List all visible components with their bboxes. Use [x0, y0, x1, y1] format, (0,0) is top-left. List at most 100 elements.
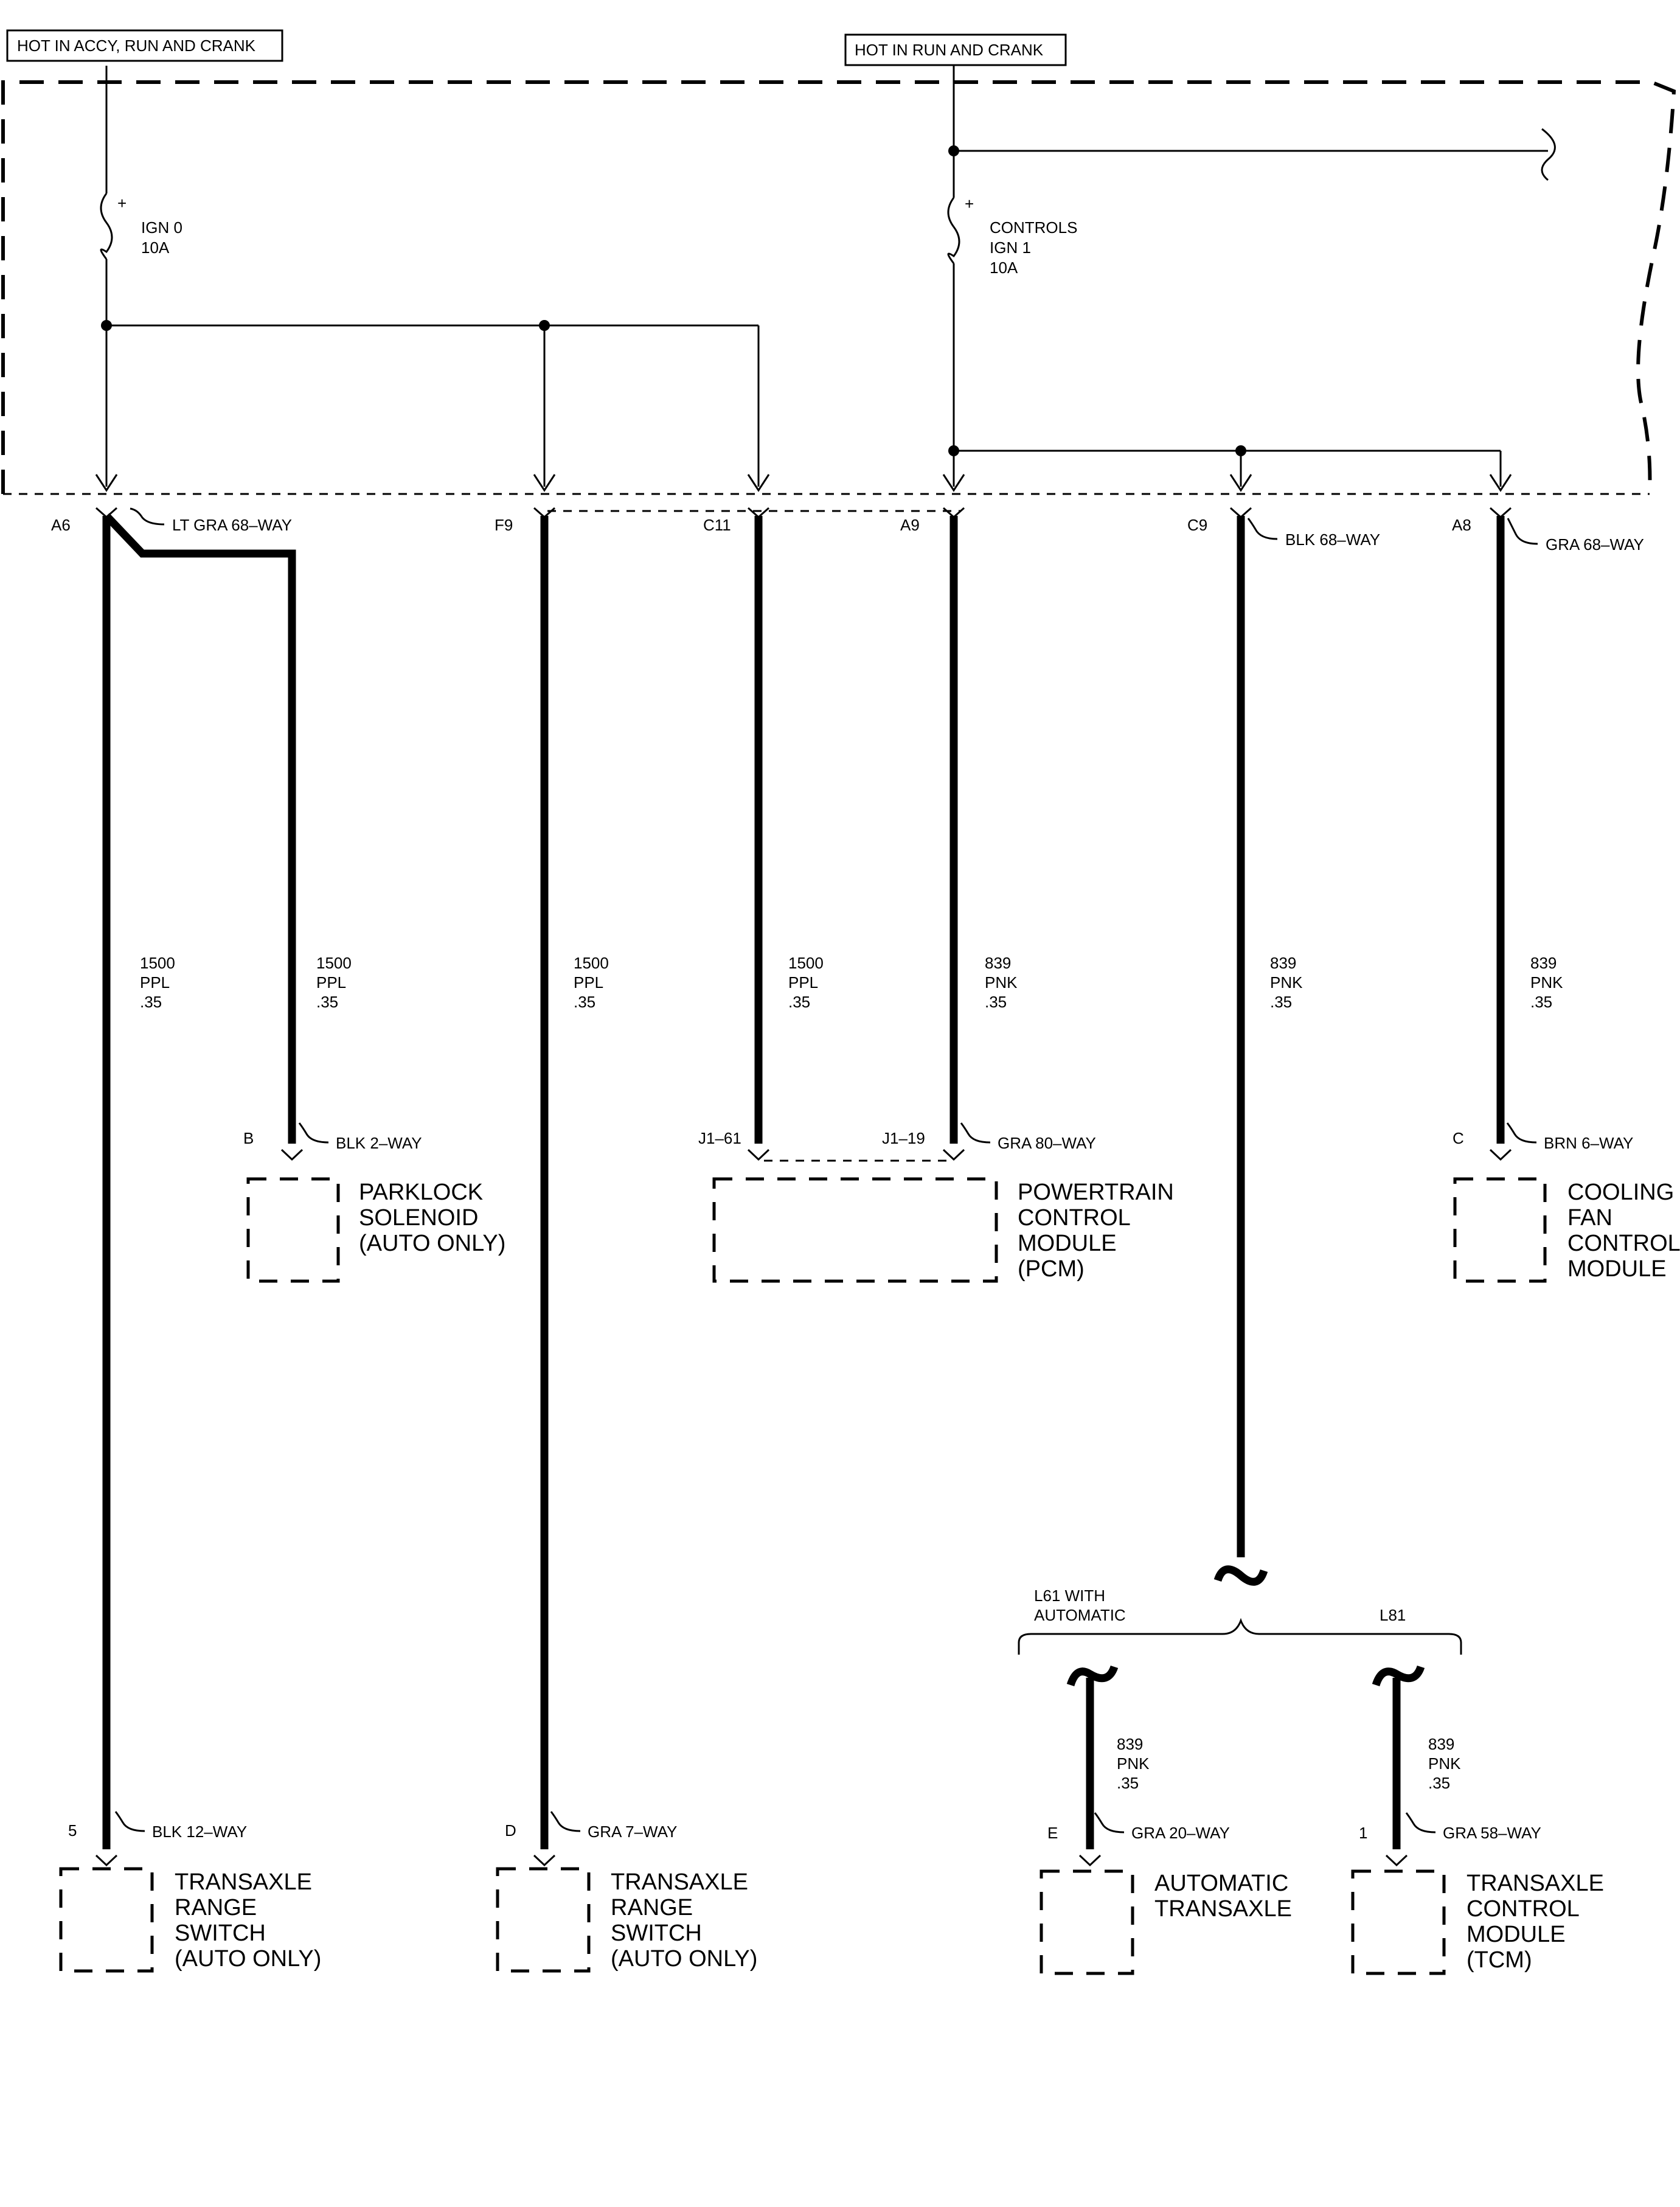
ign0-fuse-icon: [100, 193, 113, 260]
connector-pin-a6: A6: [51, 516, 71, 534]
trs1-label-3: SWITCH: [175, 1920, 266, 1946]
component-automatic-transaxle: E GRA 20–WAY AUTOMATIC TRANSAXLE: [1040, 1812, 1292, 1975]
connector-pin-trs1: 5: [68, 1821, 77, 1840]
wire-circuit: 839: [1530, 954, 1557, 972]
connector-leader: [114, 1811, 145, 1832]
connector-pin-a9: A9: [900, 516, 920, 534]
terminal-mark: [95, 1854, 118, 1867]
tcm-label-4: (TCM): [1467, 1947, 1532, 1973]
continuation-break-icon: [1541, 128, 1556, 181]
connector-leader: [130, 507, 165, 526]
terminal-mark: [1385, 1854, 1408, 1867]
component-tcm: 1 GRA 58–WAY TRANSAXLE CONTROL MODULE (T…: [1351, 1812, 1604, 1975]
connector-leader: [960, 1122, 991, 1144]
ign1-fuse-icon: [947, 197, 960, 264]
terminal-mark: [280, 1149, 304, 1161]
connector-pin-parklock: B: [243, 1129, 254, 1147]
connector-desc-tcm: GRA 58–WAY: [1443, 1824, 1541, 1842]
option-bracket: L61 WITH AUTOMATIC L81: [1018, 1587, 1462, 1655]
cooling-box: [1453, 1177, 1547, 1283]
connector-pin-cooling: C: [1453, 1129, 1464, 1147]
terminal-arrow-f9: [533, 474, 556, 492]
wire-color: PPL: [140, 973, 170, 992]
option-right: L81: [1380, 1606, 1406, 1624]
parklock-box: [246, 1177, 340, 1283]
connector-pin-at: E: [1047, 1824, 1058, 1842]
wire-gauge: .35: [316, 993, 338, 1011]
connector-leader: [550, 1811, 581, 1832]
pcm-label-3: MODULE: [1018, 1231, 1117, 1256]
connector-pin-f9: F9: [495, 516, 513, 534]
tcm-label-3: MODULE: [1467, 1922, 1566, 1947]
connector-desc-parklock: BLK 2–WAY: [336, 1134, 422, 1152]
connector-pin-j161: J1–61: [698, 1129, 741, 1147]
cooling-label-3: CONTROL: [1567, 1231, 1680, 1256]
wire-break-icon: [1372, 1665, 1425, 1687]
cooling-label-2: FAN: [1567, 1205, 1612, 1231]
at-label-1: AUTOMATIC: [1154, 1871, 1288, 1896]
trs2-label-2: RANGE: [611, 1895, 693, 1920]
connector-pin-j119: J1–19: [882, 1129, 925, 1147]
terminal-mark: [1078, 1854, 1102, 1867]
connector-desc-trs1: BLK 12–WAY: [152, 1823, 247, 1841]
connector-leader: [1094, 1812, 1125, 1833]
connector-leader: [1506, 1122, 1537, 1144]
wire-circuit: 1500: [316, 954, 352, 972]
connector-leader: [1247, 518, 1278, 540]
wire-circuit: 1500: [788, 954, 824, 972]
wire-color: PNK: [1530, 973, 1563, 992]
trs2-label-1: TRANSAXLE: [611, 1869, 748, 1895]
connector-desc-j119: GRA 80–WAY: [998, 1134, 1096, 1152]
terminal-arrow-c9: [1229, 474, 1252, 492]
wire-circuit: 839: [1270, 954, 1296, 972]
ign1-circuit: + CONTROLS IGN 1 10A: [942, 66, 1556, 492]
connector-desc-a8: GRA 68–WAY: [1546, 535, 1644, 554]
trs2-box: [496, 1867, 591, 1973]
wire-break-icon: [1213, 1565, 1268, 1586]
pcm-label-2: CONTROL: [1018, 1205, 1131, 1231]
connector-leader: [1405, 1812, 1436, 1833]
terminal-arrow-a9: [942, 474, 965, 492]
trs1-label-1: TRANSAXLE: [175, 1869, 312, 1895]
terminal-arrow-a6: [95, 474, 118, 492]
wire-labels: 1500 PPL .35 1500 PPL .35 1500 PPL .35 1…: [140, 954, 1563, 1792]
terminal-mark: [1489, 1149, 1512, 1161]
connector-pin-a8: A8: [1452, 516, 1471, 534]
ign0-polarity: +: [117, 194, 127, 212]
wire-color: PNK: [1270, 973, 1303, 992]
connector-desc-a6: LT GRA 68–WAY: [172, 516, 292, 534]
trs1-label-4: (AUTO ONLY): [175, 1946, 321, 1972]
wire-break-icon: [1066, 1665, 1119, 1687]
terminal-arrow-c11: [747, 474, 770, 492]
component-cooling-fan-module: C BRN 6–WAY COOLING FAN CONTROL MODULE: [1453, 1122, 1680, 1283]
wire-color: PNK: [1117, 1754, 1150, 1773]
power-source-right-label: HOT IN RUN AND CRANK: [855, 41, 1044, 59]
harness-wires: [102, 513, 1505, 1849]
pcm-box: [712, 1177, 998, 1283]
ign0-circuit: + IGN 0 10A: [95, 66, 770, 492]
terminal-mark: [747, 1149, 770, 1161]
at-box: [1040, 1869, 1134, 1975]
ign1-polarity: +: [965, 195, 974, 213]
wire-1500-to-parklock: [103, 513, 296, 1144]
connector-desc-at: GRA 20–WAY: [1131, 1824, 1230, 1842]
wire-circuit: 839: [1117, 1735, 1143, 1753]
wire-gauge: .35: [574, 993, 595, 1011]
ign1-fuse-rating: 10A: [990, 259, 1018, 277]
wire-color: PPL: [574, 973, 603, 992]
component-transaxle-range-switch-1: 5 BLK 12–WAY TRANSAXLE RANGE SWITCH (AUT…: [59, 1811, 321, 1973]
parklock-label-1: PARKLOCK: [359, 1180, 483, 1205]
wire-circuit: 839: [1428, 1735, 1454, 1753]
cooling-label-1: COOLING: [1567, 1180, 1674, 1205]
connector-pin-c9: C9: [1187, 516, 1207, 534]
fuse-block-outline: [1, 80, 1676, 495]
connector-desc-c9: BLK 68–WAY: [1285, 530, 1380, 549]
option-brace: [1018, 1618, 1462, 1655]
trs1-label-2: RANGE: [175, 1895, 257, 1920]
wire-color: PNK: [1428, 1754, 1461, 1773]
connector-leader: [298, 1122, 329, 1144]
at-label-2: TRANSAXLE: [1154, 1896, 1292, 1922]
terminal-arrow-a8: [1489, 474, 1512, 492]
connector-pin-tcm: 1: [1359, 1824, 1367, 1842]
